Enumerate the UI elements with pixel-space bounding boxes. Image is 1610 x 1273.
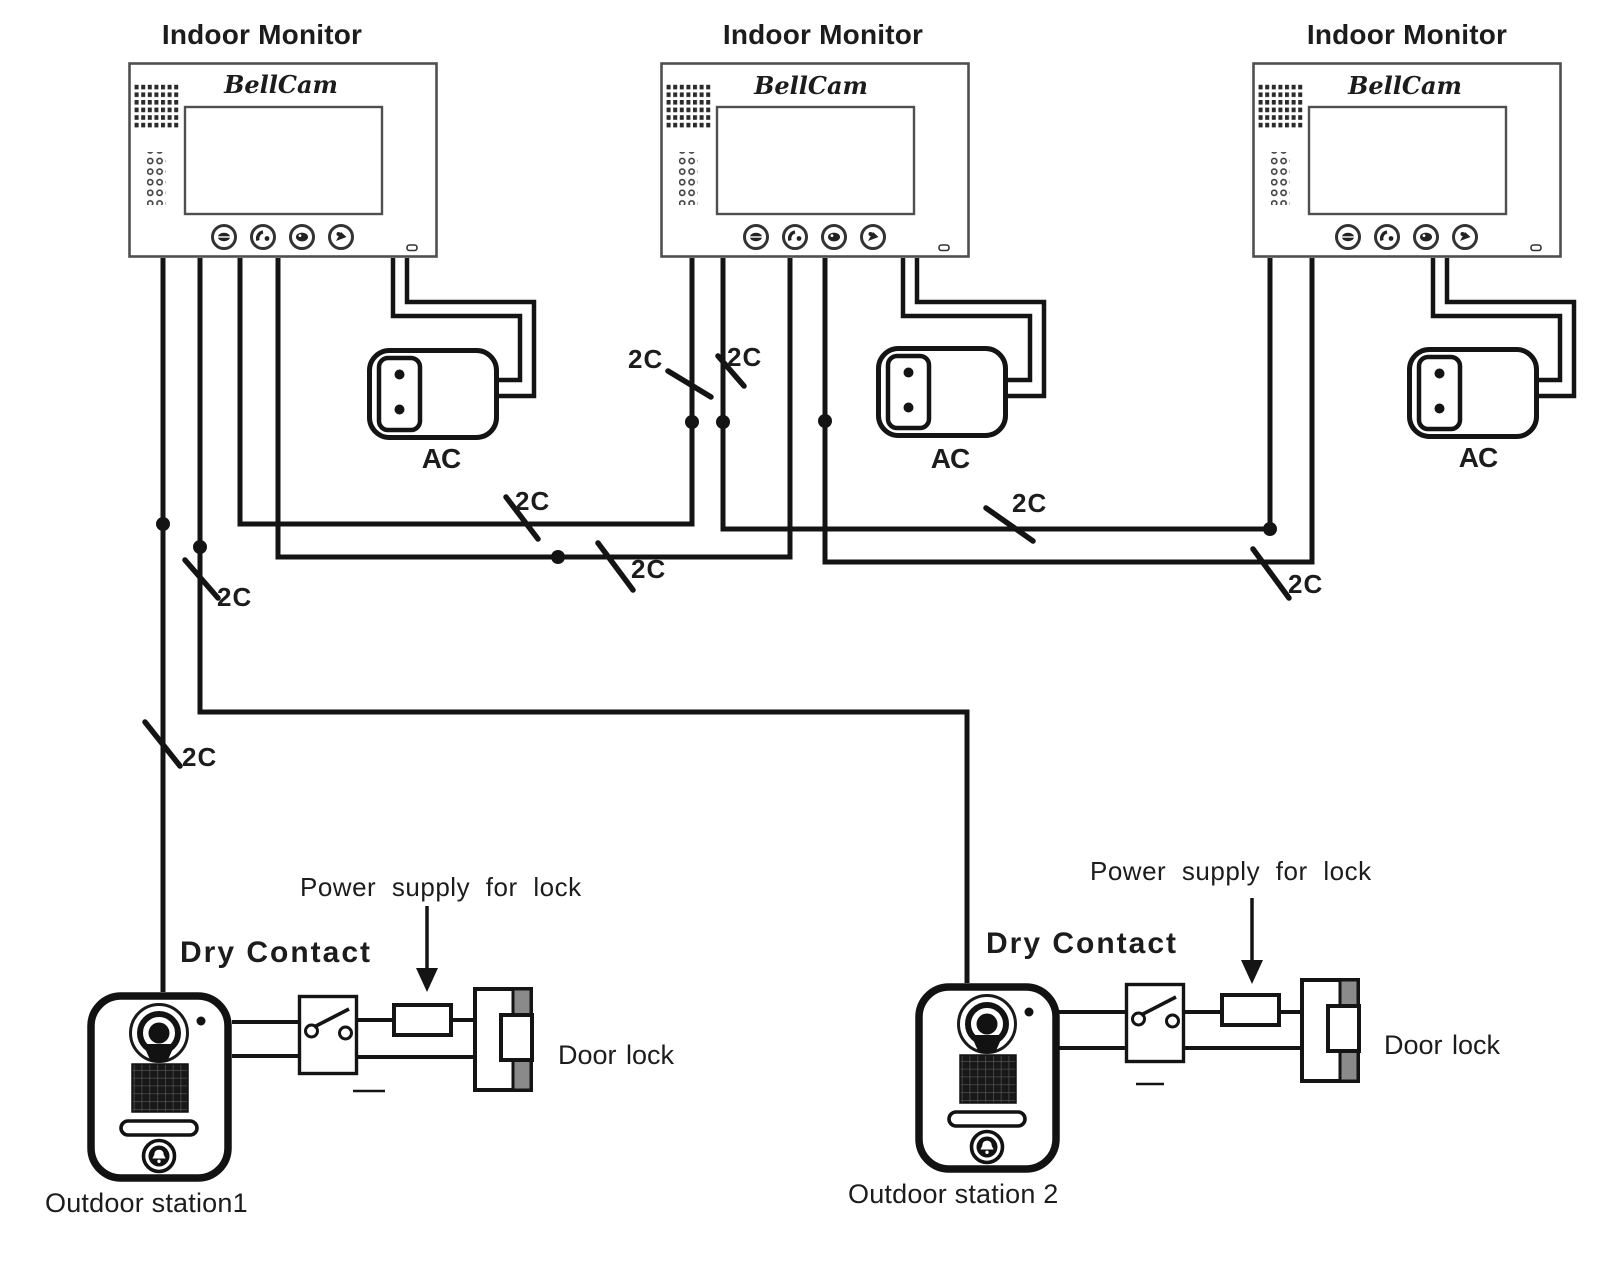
power-cord [1444,258,1577,399]
junction-dot [551,550,565,564]
wire-bus-upper-right [720,258,1273,532]
power-cord [914,258,1047,399]
cable-marker-2c: 2C [1012,488,1048,518]
dry-contact-switch-2 [1124,982,1186,1064]
ac-label-1: AC [421,443,461,474]
ac-label-2: AC [930,443,970,474]
cable-marker-2c: 2C [182,742,218,772]
outdoor-station-1 [91,996,228,1178]
junction-dot [685,415,699,429]
lock-power-supply-1 [392,1003,453,1037]
cable-marker-2c: 2C [515,486,551,516]
wire-bus-upper-left [237,258,695,527]
monitor-3-title: Indoor Monitor [1306,19,1508,50]
door-lock-label-2: Door lock [1384,1030,1501,1060]
junction-dot [1263,522,1277,536]
cable-marker-2c: 2C [631,554,667,584]
outdoor-station-2 [919,987,1056,1169]
power-supply-label-2: Power supply for lock [1090,856,1372,886]
door-lock-1 [473,987,534,1092]
lock-circuit-wires-1 [232,1018,473,1059]
wire-monitor1-to-station2 [197,258,970,983]
power-cord [1430,258,1563,383]
wire-bus-lower-right [822,258,1315,565]
dry-contact-switch-1 [297,994,359,1076]
monitor-3-brand: BellCam [1348,71,1462,100]
lock-circuit-wires-2 [1058,1010,1300,1050]
monitor-2-title: Indoor Monitor [722,19,924,50]
door-lock-2 [1300,978,1361,1083]
station-label-1: Outdoor station1 [45,1188,248,1218]
ac-adapter-2 [879,349,1006,436]
monitor-1-brand: BellCam [224,70,338,99]
cable-marker-2c: 2C [628,344,664,374]
cable-slash-marks [142,353,1292,769]
junction-dot [156,517,170,531]
ac-label-3: AC [1458,442,1498,473]
junction-dot [193,540,207,554]
cable-marker-2c: 2C [727,342,763,372]
arrow-head-icon [1241,960,1263,984]
monitor-1-title: Indoor Monitor [161,19,363,50]
junction-dot [818,414,832,428]
cable-marker-2c: 2C [1288,569,1324,599]
junction-dot [716,415,730,429]
arrow-head-icon [416,968,438,992]
junction-dots [156,414,1277,564]
ac-adapter-3 [1410,350,1537,437]
dry-contact-label-2: Dry Contact [986,927,1179,960]
power-cord [900,258,1033,383]
power-cord [390,258,523,383]
station-label-2: Outdoor station 2 [848,1179,1059,1209]
door-lock-label-1: Door lock [558,1040,675,1070]
power-cord [404,258,537,399]
divider-dash [353,1082,1164,1093]
power-supply-label-1: Power supply for lock [300,872,582,902]
ac-adapter-1 [370,351,497,438]
monitor-2-brand: BellCam [754,71,868,100]
lock-power-supply-2 [1220,993,1281,1027]
wire-bus-lower-left [275,258,793,560]
cable-marker-2c: 2C [217,582,253,612]
dry-contact-label-1: Dry Contact [180,936,373,969]
